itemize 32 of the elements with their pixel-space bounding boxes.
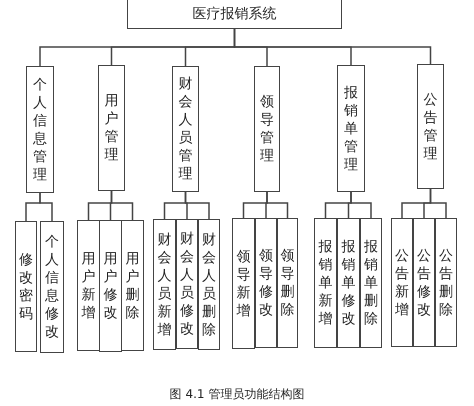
- connector-line: [184, 192, 210, 219]
- system-box: 医疗报销系统: [127, 0, 342, 29]
- connector-line: [110, 191, 134, 220]
- module-box: 公告管理: [417, 64, 444, 189]
- function-box: 领导新增: [232, 218, 255, 349]
- connector-line: [430, 189, 447, 218]
- module-box: 报销单管理: [337, 65, 365, 192]
- figure-caption: 图 4.1 管理员功能结构图: [170, 387, 304, 401]
- function-box: 报销单新增: [314, 218, 337, 348]
- module-box: 个人信息管理: [26, 66, 54, 193]
- function-box: 领导修改: [255, 218, 277, 348]
- connector-line: [234, 29, 432, 64]
- function-box: 报销单删除: [360, 218, 382, 348]
- function-box: 用户新增: [77, 220, 100, 351]
- function-box: 报销单修改: [337, 218, 360, 348]
- function-box: 公告新增: [391, 218, 413, 347]
- function-box: 领导删除: [277, 218, 298, 348]
- connector-line: [39, 193, 53, 221]
- module-box: 领导管理: [254, 66, 280, 192]
- function-box: 财会人员删除: [198, 219, 220, 350]
- function-box: 用户修改: [99, 220, 122, 352]
- function-box: 财会人员修改: [176, 219, 198, 349]
- connector-line: [350, 192, 372, 218]
- function-box: 用户删除: [121, 220, 144, 351]
- function-box: 财会人员新增: [153, 219, 176, 350]
- function-box: 修改密码: [15, 221, 37, 352]
- function-box: 公告修改: [413, 218, 435, 347]
- module-box: 财会人员管理: [172, 66, 199, 192]
- function-box: 个人信息修改: [40, 221, 64, 353]
- module-box: 用户管理: [98, 65, 125, 191]
- function-box: 公告删除: [435, 218, 457, 347]
- connector-line: [266, 192, 288, 218]
